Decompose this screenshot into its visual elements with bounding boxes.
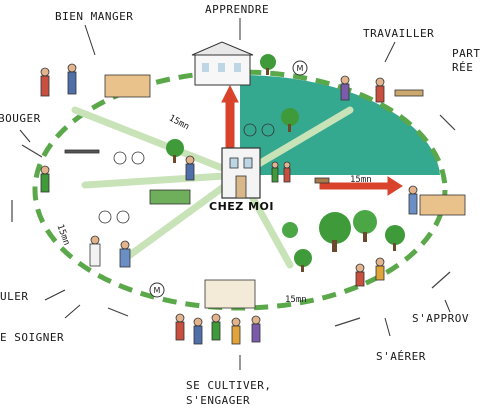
metro-badge-bottom-label: M (154, 286, 161, 295)
school-building (191, 41, 254, 86)
label-chez-moi: CHEZ MOI (209, 200, 274, 213)
metro-badge-top-label: M (297, 64, 304, 73)
home-building (221, 147, 261, 199)
label-se-soigner: E SOIGNER (0, 331, 65, 344)
time-15mn-bottom: 15mn (285, 295, 307, 305)
red-arrows (221, 84, 403, 196)
spokes (71, 106, 354, 269)
label-circuler: ULER (0, 290, 29, 303)
trees (166, 54, 405, 272)
label-partager-1: PART (452, 47, 480, 60)
label-bouger: BOUGER (0, 112, 41, 125)
label-apprendre: APPRENDRE (205, 3, 270, 16)
leader-lines (19, 18, 451, 370)
label-s-aerer: S'AÉRER (376, 350, 426, 363)
label-s-approvisionner: S'APPROV (412, 312, 469, 325)
label-s-engager: S'ENGAGER (186, 394, 251, 407)
work-sector (240, 74, 440, 175)
label-partager-2: RÉE (452, 61, 474, 74)
ring-arrows (11, 114, 456, 327)
label-bien-manger: BIEN MANGER (55, 10, 134, 23)
label-se-cultiver: SE CULTIVER, (186, 379, 272, 392)
time-15mn-right: 15mn (350, 175, 372, 185)
metro-badges (149, 60, 308, 298)
label-travailler: TRAVAILLER (363, 27, 435, 40)
scene-figures (40, 63, 466, 345)
